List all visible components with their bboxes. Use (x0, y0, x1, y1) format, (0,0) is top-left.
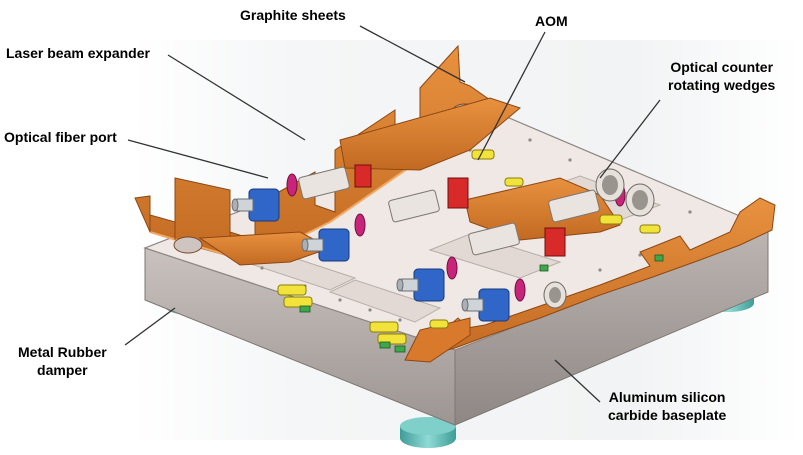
label-optical-fiber-port-text: Optical fiber port (4, 129, 117, 145)
label-metal-rubber-line1: Metal Rubber (18, 344, 107, 360)
label-optical-counter-line2: rotating wedges (668, 77, 776, 93)
label-aluminum-line1: Aluminum silicon (608, 389, 726, 405)
label-optical-counter-rotating-wedges: Optical counter rotating wedges (668, 58, 775, 94)
yellow-clamps (277, 149, 661, 345)
label-optical-fiber-port: Optical fiber port (4, 128, 117, 146)
optical-fiber-ports (231, 188, 510, 322)
callout-leader-lines (124, 25, 661, 403)
aom-modules (354, 164, 566, 257)
laser-beam-expanders (298, 166, 600, 256)
label-metal-rubber-damper: Metal Rubber damper (18, 343, 107, 379)
label-aluminum-silicon-carbide-baseplate: Aluminum silicon carbide baseplate (608, 388, 726, 424)
green-fasteners (299, 254, 664, 353)
label-optical-counter-line1: Optical counter (670, 59, 774, 75)
label-laser-beam-expander-text: Laser beam expander (6, 45, 150, 61)
counter-rotating-wedges (543, 168, 655, 309)
label-laser-beam-expander: Laser beam expander (6, 44, 150, 62)
label-metal-rubber-line2: damper (37, 362, 88, 378)
label-graphite-sheets-text: Graphite sheets (240, 7, 346, 23)
label-graphite-sheets: Graphite sheets (240, 6, 346, 24)
label-aom: AOM (535, 12, 568, 30)
label-aluminum-line2: carbide baseplate (608, 407, 727, 423)
label-aom-text: AOM (535, 13, 568, 29)
